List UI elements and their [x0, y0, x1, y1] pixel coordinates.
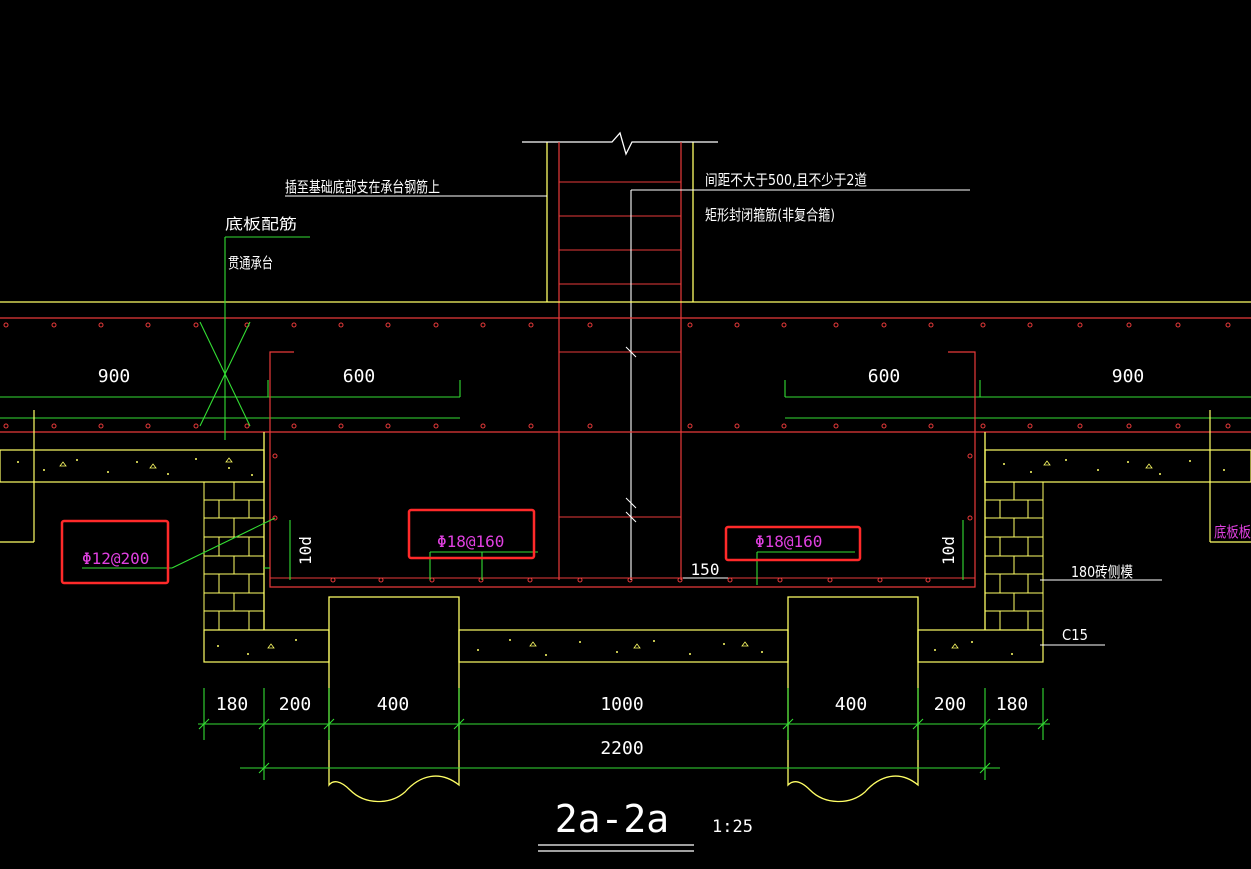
- dim-bottom-4: 1000: [600, 694, 643, 715]
- note-insert-to-bottom: 插至基础底部支在承台钢筋上: [285, 178, 440, 196]
- slab-rebar-dots: [3, 322, 1231, 429]
- anchorage-left: 10d: [296, 536, 315, 565]
- cap-rebar-dots: [272, 453, 973, 583]
- dim-bottom-1: 180: [216, 694, 249, 715]
- piles: [328, 596, 919, 803]
- note-concrete-grade: C15: [1062, 626, 1088, 644]
- note-bottom-reinforcement: 底板配筋: [225, 215, 297, 233]
- white-leaders: [285, 189, 1162, 646]
- dim-top-left-outer: 900: [98, 366, 131, 387]
- dim-total: 2200: [600, 738, 643, 759]
- section-scale: 1:25: [712, 817, 753, 837]
- dim-top-right-outer: 900: [1112, 366, 1145, 387]
- highlight-boxes: [60, 508, 862, 585]
- dim-cover: 150: [691, 560, 720, 579]
- note-brick-formwork: 180砖侧模: [1071, 563, 1133, 581]
- highlight-box-middle: [407, 508, 536, 560]
- brick-formwork: [203, 481, 1044, 631]
- base-plate: [0, 301, 1251, 543]
- rebar-right: Φ18@160: [755, 532, 822, 551]
- section-title: 2a-2a: [555, 797, 669, 841]
- dim-top-left-inner: 600: [343, 366, 376, 387]
- dim-bottom-2: 200: [279, 694, 312, 715]
- column-stirrups: [559, 181, 681, 518]
- column: [522, 131, 718, 580]
- dim-bottom-5: 400: [835, 694, 868, 715]
- dim-bottom-7: 180: [996, 694, 1029, 715]
- rebar-left: Φ12@200: [82, 549, 149, 568]
- note-through-cap: 贯通承台: [228, 254, 273, 272]
- dim-bottom-3: 400: [377, 694, 410, 715]
- rebar-middle: Φ18@160: [437, 532, 504, 551]
- leaders: [82, 236, 981, 585]
- pile-cap: [263, 351, 986, 630]
- bottom-dimensions: [198, 688, 1050, 780]
- note-right-edge: 底板板: [1214, 523, 1251, 541]
- note-closed-stirrup: 矩形封闭箍筋(非复合箍): [705, 206, 835, 224]
- highlight-box-left: [60, 519, 170, 585]
- anchorage-right: 10d: [939, 536, 958, 565]
- dim-bottom-6: 200: [934, 694, 967, 715]
- highlight-box-right: [724, 525, 862, 562]
- note-spacing: 间距不大于500,且不少于2道: [705, 171, 867, 189]
- concrete-hatch: [0, 449, 1251, 663]
- dim-top-right-inner: 600: [868, 366, 901, 387]
